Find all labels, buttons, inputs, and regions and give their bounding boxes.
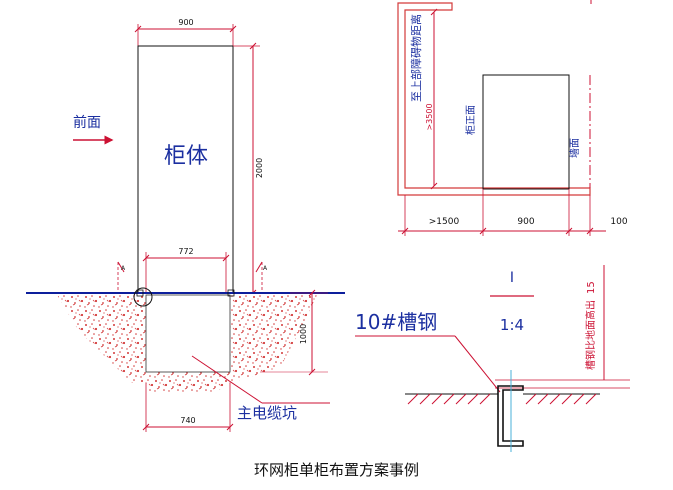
channel-height-label: 槽钢比地面高出15 — [584, 281, 597, 370]
section-mark-left: A — [121, 265, 126, 272]
cable-pit — [145, 294, 231, 373]
wall-label: 墙面 — [568, 138, 581, 158]
plan-view: >3500 至上部障碍物距离 柜正面 墙面 >1500 900 100 — [397, 2, 628, 236]
inner-width-dim: 772 — [178, 247, 193, 256]
elevation-view: 900 柜体 2000 前面 772 A A — [26, 18, 345, 432]
plan-width-dim: 900 — [517, 217, 534, 227]
trench-fill — [56, 293, 318, 383]
front-label: 前面 — [73, 114, 101, 131]
channel-detail: I 1:4 10#槽钢 槽钢比地面高出15 — [355, 265, 630, 452]
plan-cabinet — [482, 74, 570, 190]
channel-section — [497, 385, 524, 447]
cabinet-height-dim: 2000 — [255, 158, 264, 178]
trench-bottom-dim: 740 — [180, 416, 195, 425]
rear-clearance-dim: 100 — [610, 217, 627, 227]
scale-number: I — [510, 270, 514, 286]
clearance-height-dim: >3500 — [425, 103, 434, 130]
front-clearance-dim: >1500 — [429, 217, 460, 227]
cabinet-label: 柜体 — [164, 144, 208, 169]
detail-circle — [133, 287, 153, 307]
cabinet-width-dim: 900 — [178, 18, 193, 27]
trench-label: 主电缆坑 — [237, 404, 297, 422]
cabinet-front-label: 柜正面 — [464, 105, 477, 135]
section-mark-right: A — [263, 265, 268, 272]
channel-label: 10#槽钢 — [355, 310, 437, 334]
top-obstacle-label: 至上部障碍物距离 — [409, 14, 423, 102]
figure-caption: 环网柜单柜布置方案事例 — [253, 461, 419, 479]
scale-ratio: 1:4 — [500, 316, 524, 334]
pit-depth-dim: 1000 — [299, 324, 308, 344]
